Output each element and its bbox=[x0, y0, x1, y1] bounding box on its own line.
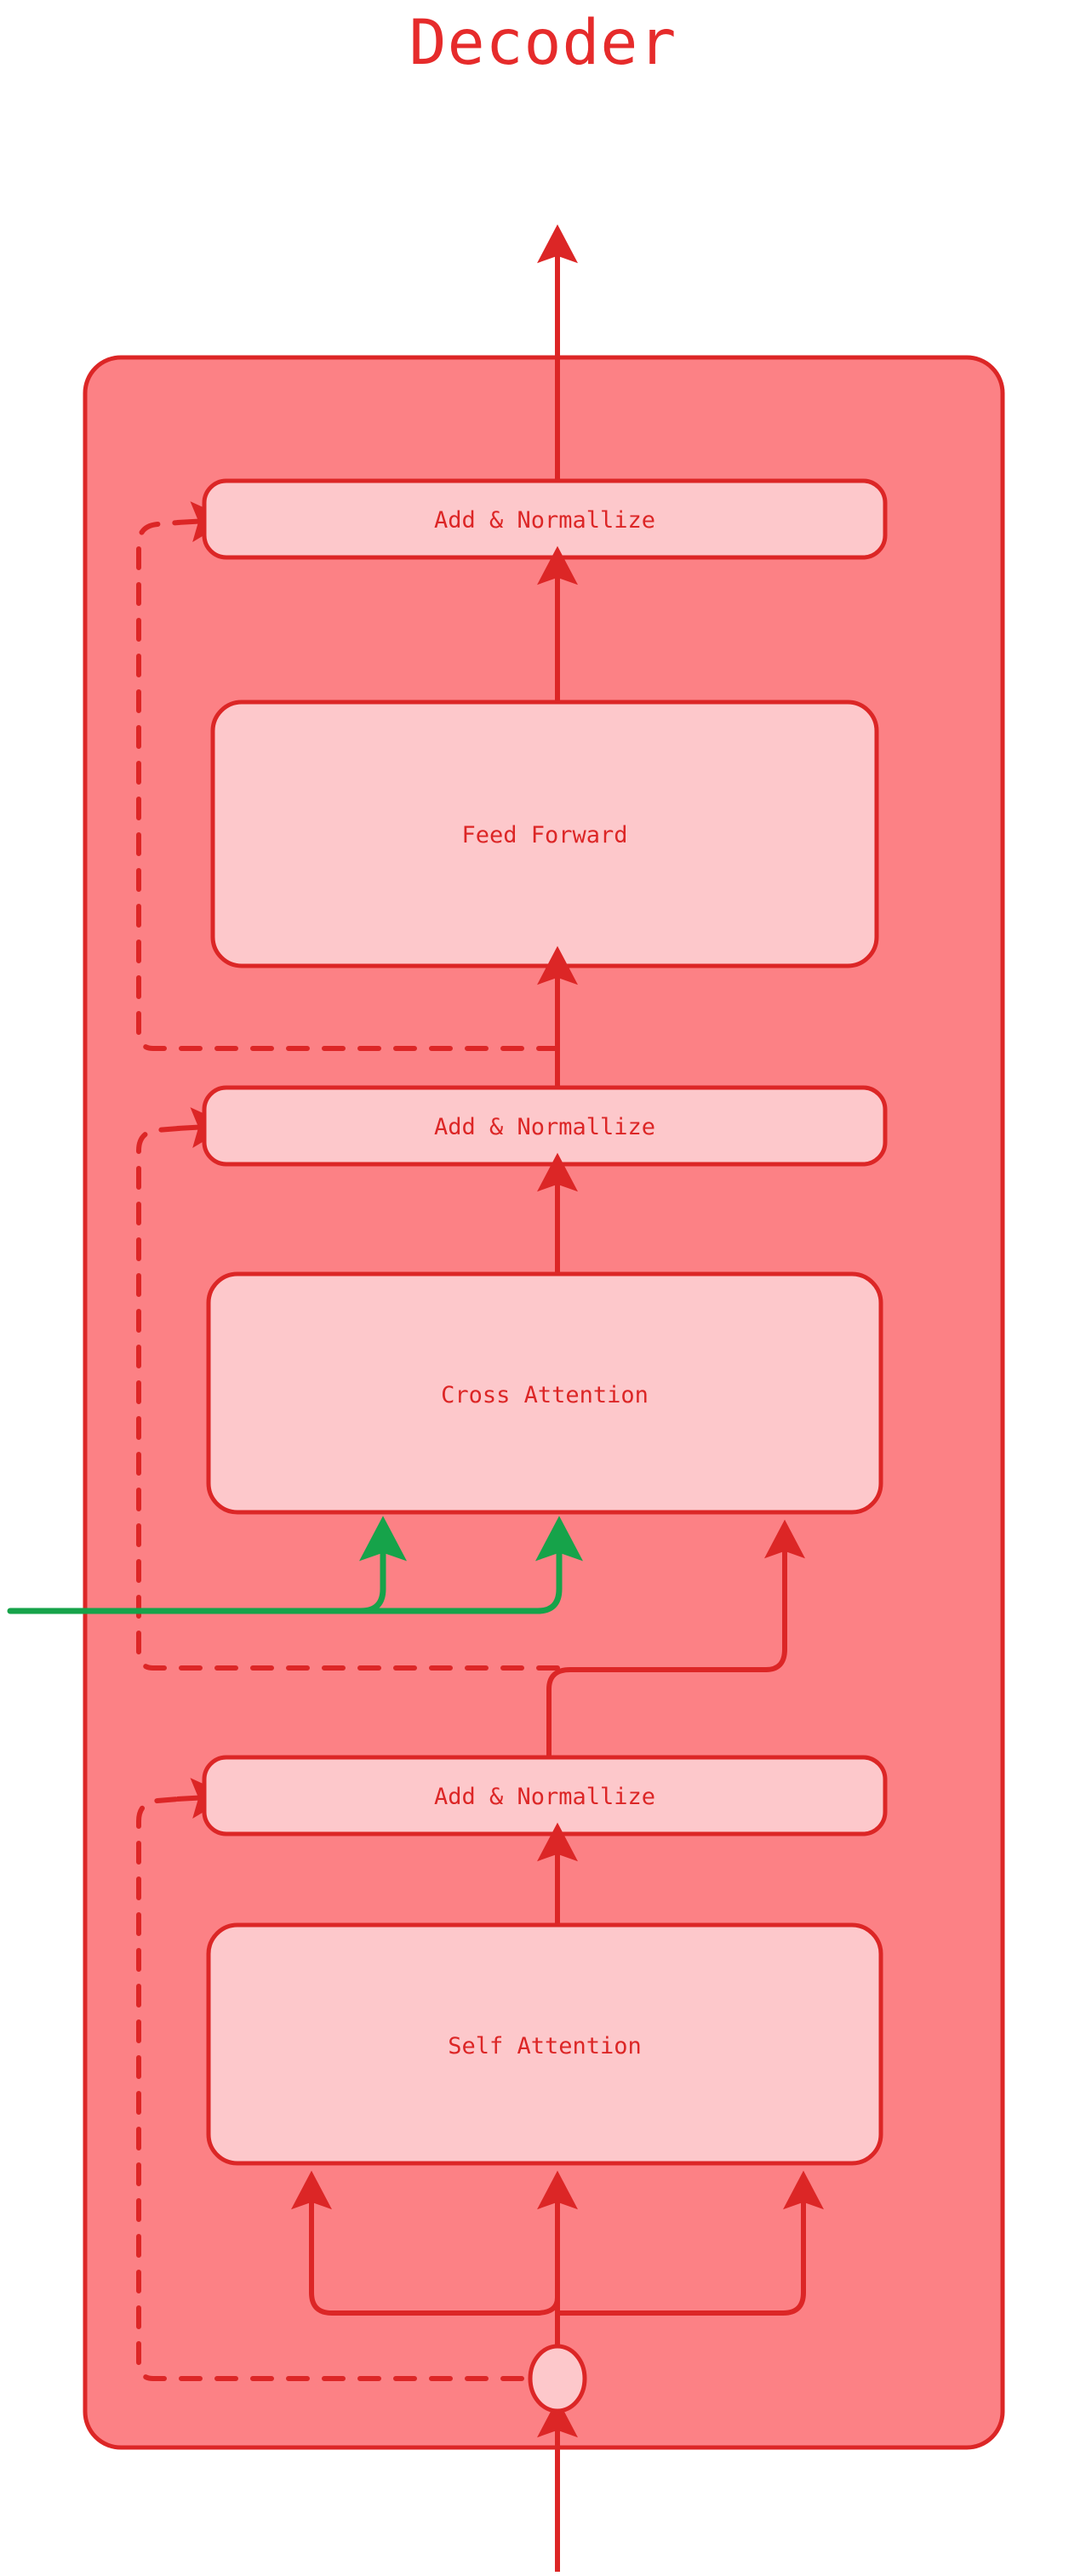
node-to-selfatt-q-path bbox=[291, 2170, 560, 2316]
block-add-norm-bot[interactable]: Add & Normallize bbox=[202, 1755, 888, 1836]
encoder-memory-lines bbox=[7, 1516, 583, 1614]
node-to-selfatt-k-path bbox=[555, 2170, 824, 2316]
residual-self-path bbox=[136, 1796, 560, 2381]
block-self-attention[interactable]: Self Attention bbox=[206, 1922, 883, 2166]
addnorm-bot-to-cross-query-path bbox=[546, 1519, 805, 1760]
encoder-memory-v-path bbox=[252, 1516, 583, 1614]
add-norm-top-label: Add & Normallize bbox=[434, 507, 655, 534]
block-feed-forward[interactable]: Feed Forward bbox=[210, 700, 879, 968]
residual-ffn-path bbox=[136, 520, 560, 1051]
addnorm-bot-to-cross-query bbox=[546, 1519, 805, 1760]
add-norm-mid-label: Add & Normallize bbox=[434, 1114, 655, 1140]
feed-forward-label: Feed Forward bbox=[461, 822, 627, 848]
page-title: Decoder bbox=[409, 7, 677, 79]
block-add-norm-mid[interactable]: Add & Normallize bbox=[202, 1085, 888, 1167]
block-add-norm-top[interactable]: Add & Normallize bbox=[202, 478, 888, 560]
self-attention-label: Self Attention bbox=[448, 2033, 642, 2059]
residual-cross-path bbox=[136, 1126, 560, 1671]
add-norm-bot-label: Add & Normallize bbox=[434, 1784, 655, 1810]
input-node-ellipse[interactable] bbox=[528, 2344, 587, 2413]
cross-attention-label: Cross Attention bbox=[441, 1382, 649, 1408]
self-attention-rect[interactable] bbox=[206, 1922, 883, 2166]
cross-attention-rect[interactable] bbox=[206, 1271, 883, 1515]
node-to-selfatt-arrows bbox=[291, 2170, 824, 2346]
input-node[interactable] bbox=[528, 2344, 587, 2413]
block-cross-attention[interactable]: Cross Attention bbox=[206, 1271, 883, 1515]
